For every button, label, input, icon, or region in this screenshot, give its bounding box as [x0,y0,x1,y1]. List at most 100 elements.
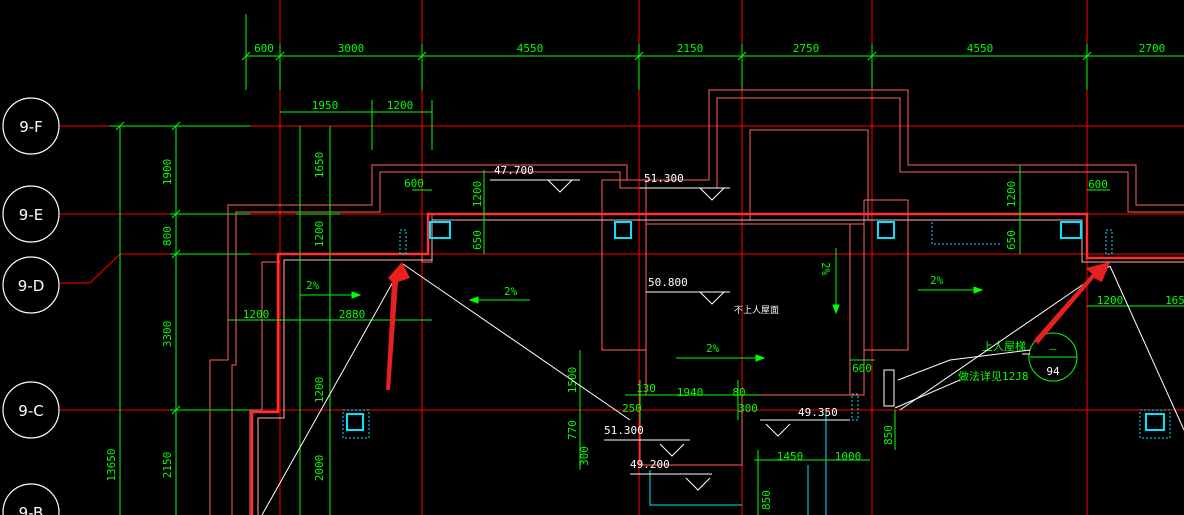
red-arrow-right [1034,262,1110,344]
dim-770: 770 [566,420,579,440]
column-outlines [342,222,1171,439]
axis-bubbles: 9-F 9-E 9-D 9-C 9-B [2,97,121,515]
elevation-51300b: 51.300 [604,424,644,437]
dim-600-right: 600 [1088,178,1108,191]
axis-bubble-9E[interactable]: 9-E [2,185,60,243]
axis-label-9D: 9-D [18,277,45,295]
column-square [346,413,364,431]
dim-2880: 2880 [339,308,366,321]
dim-600: 600 [852,362,872,375]
bubble-circle [2,97,60,155]
dim-650: 650 [1005,230,1018,250]
axis-bubble-9D[interactable]: 9-D [2,256,60,314]
dim-1200: 1200 [387,99,414,112]
dim-250: 250 [622,402,642,415]
axis-label-9B: 9-B [19,504,44,515]
detail-top: — [1050,342,1057,355]
column-square [877,221,895,239]
column-square [429,221,451,239]
detail-number: 94 [1046,365,1060,378]
slope-texts: 2% 2% 2% 2% 2% [306,262,944,355]
elevation-47700: 47.700 [494,164,534,177]
inner-dimension-lines [228,165,1184,515]
dim-1450: 1450 [777,450,804,463]
downpipe-note: 上人屋梯 [982,340,1026,353]
roof-diagonal-lines [261,263,1184,515]
dim-3300: 3300 [161,321,174,348]
bubble-circle [2,185,60,243]
dim-600-left: 600 [404,177,424,190]
dim-2150: 2150 [161,452,174,479]
column-square [1060,221,1082,239]
bubble-circle [2,483,60,515]
dim-1200: 1200 [471,181,484,208]
dim-4550: 4550 [967,42,994,55]
dim-4550: 4550 [517,42,544,55]
dim-1200: 1200 [313,221,326,248]
axis-label-9C: 9-C [18,402,43,420]
elevation-50800: 50.800 [648,276,688,289]
dim-850: 850 [760,490,773,510]
dim-1000: 1000 [835,450,862,463]
dim-1940: 1940 [677,386,704,399]
slope-label: 2% [504,285,518,298]
dim-850: 850 [882,425,895,445]
dim-1950: 1950 [312,99,339,112]
slope-label: 2% [930,274,944,287]
leader-9D [89,253,121,284]
dim-3000: 3000 [338,42,365,55]
dim-13650: 13650 [105,448,118,481]
dim-650: 650 [471,230,484,250]
dim-2700: 2700 [1139,42,1166,55]
dim-2750: 2750 [793,42,820,55]
wall-outlines [209,89,1184,515]
axis-label-9F: 9-F [19,118,43,136]
cyan-lines [649,410,827,515]
axis-label-9E: 9-E [19,206,43,224]
slope-label: 2% [306,279,320,292]
dim-2000: 2000 [313,455,326,482]
elevation-markers [490,179,850,491]
highlighted-parapet [250,212,1184,515]
bubble-circle [2,381,60,439]
dim-80: 80 [732,386,745,399]
elevation-51300: 51.300 [644,172,684,185]
slope-label: 2% [706,342,720,355]
bubble-circle [2,256,60,314]
roof-note: 不上人屋面 [734,305,779,316]
slope-label: 2% [819,262,832,276]
dim-600: 600 [254,42,274,55]
red-arrow-left [386,262,410,390]
top-dimension-lines [241,14,1184,150]
dim-300: 300 [738,402,758,415]
top-dimension-texts: 600 3000 4550 2150 2750 4550 2700 1950 1… [254,42,1165,112]
dim-165: 165 [1165,294,1184,307]
slope-arrows [300,248,984,362]
column-square [614,221,632,239]
dim-1900: 1900 [161,159,174,186]
dim-2150: 2150 [677,42,704,55]
axis-bubble-9F[interactable]: 9-F [2,97,60,155]
parapet-inner-line [257,219,1184,515]
leader-lines [883,349,1031,409]
dim-1200: 1200 [1005,181,1018,208]
elevation-texts: 47.700 51.300 50.800 49.350 51.300 49.20… [494,164,838,471]
axis-bubble-9B[interactable]: 9-B [2,483,60,515]
dim-1200: 1200 [243,308,270,321]
detail-symbol[interactable]: — 94 [1028,332,1078,382]
downpipes [399,229,1113,421]
left-dimension-texts: 1900 800 3300 2150 13650 1650 1200 1200 … [105,152,326,482]
dim-1650: 1650 [313,152,326,179]
dim-1200: 1200 [1097,294,1124,307]
detail-ref-note: 做法详见12J8 [958,369,1029,383]
elevation-49200: 49.200 [630,458,670,471]
dim-800: 800 [161,226,174,246]
axis-bubble-9C[interactable]: 9-C [2,381,60,439]
annotation-arrows [386,262,1110,390]
dim-130: 130 [636,382,656,395]
dim-300: 300 [578,446,591,466]
dim-1200: 1200 [313,377,326,404]
elevation-49350: 49.350 [798,406,838,419]
